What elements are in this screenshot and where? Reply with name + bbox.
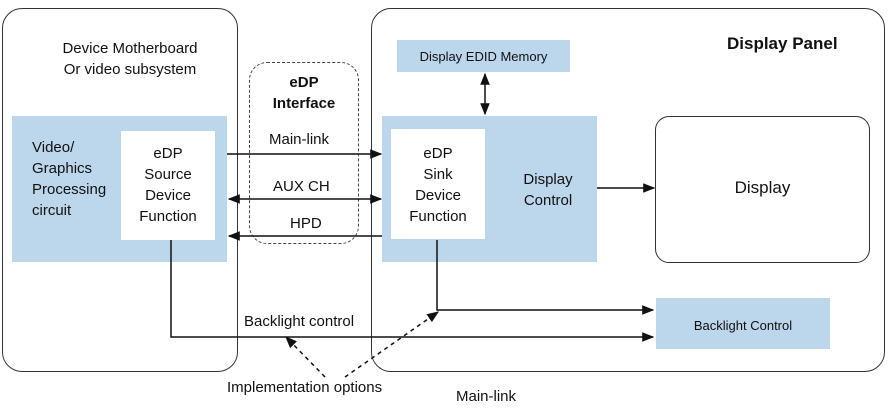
edp-source-line1: eDP [153, 145, 183, 162]
video-graphics-line4: circuit [32, 202, 72, 219]
video-graphics-line2: Graphics [32, 160, 93, 177]
backlight-control-box [656, 298, 830, 349]
backlight-wire-label: Backlight control [244, 313, 355, 330]
implementation-arrow-left [285, 336, 326, 378]
implementation-options-label: Implementation options [227, 379, 383, 396]
edp-source-line3: Device [145, 187, 191, 204]
edp-sink-line1: eDP [423, 145, 453, 162]
edp-source-line2: Source [144, 166, 192, 183]
implementation-arrow-right [344, 311, 439, 378]
source-to-backlight-arrow [170, 240, 655, 342]
footer-main-link-label: Main-link [456, 388, 517, 405]
edp-interface-label: eDP Interface [249, 72, 359, 114]
display-control-label: Display Control [504, 169, 592, 211]
video-graphics-line1: Video/ [32, 139, 75, 156]
edp-source-label: eDP Source Device Function [121, 143, 215, 227]
edp-sink-line3: Device [415, 187, 461, 204]
display-label: Display [734, 178, 791, 197]
edp-interface-line1: eDP [289, 74, 319, 91]
device-motherboard-title-line2: Or video subsystem [63, 61, 197, 78]
sink-to-backlight-arrow [436, 240, 655, 315]
edp-sink-label: eDP Sink Device Function [391, 143, 485, 227]
display-box [655, 116, 870, 263]
edp-source-box [121, 131, 215, 240]
edp-sink-box [391, 129, 485, 239]
display-control-line2: Control [523, 192, 573, 209]
aux-ch-signal-label: AUX CH [273, 178, 330, 195]
edid-memory-label: Display EDID Memory [419, 49, 548, 64]
edp-sink-line4: Function [409, 208, 467, 225]
edp-interface-box [249, 62, 359, 244]
edid-memory-box [397, 40, 570, 72]
device-motherboard-title: Device Motherboard Or video subsystem [30, 38, 230, 80]
edp-interface-line2: Interface [272, 95, 336, 112]
hpd-signal-label: HPD [290, 215, 322, 232]
edp-sink-line2: Sink [423, 166, 453, 183]
video-graphics-line3: Processing [32, 181, 107, 198]
backlight-control-box-label: Backlight Control [693, 318, 793, 333]
device-motherboard-title-line1: Device Motherboard [62, 40, 198, 57]
display-panel-title: Display Panel [727, 34, 838, 53]
main-link-signal-label: Main-link [269, 131, 330, 148]
video-graphics-label: Video/ Graphics Processing circuit [32, 137, 106, 221]
edp-source-line4: Function [139, 208, 197, 225]
display-control-line1: Display [523, 171, 573, 188]
